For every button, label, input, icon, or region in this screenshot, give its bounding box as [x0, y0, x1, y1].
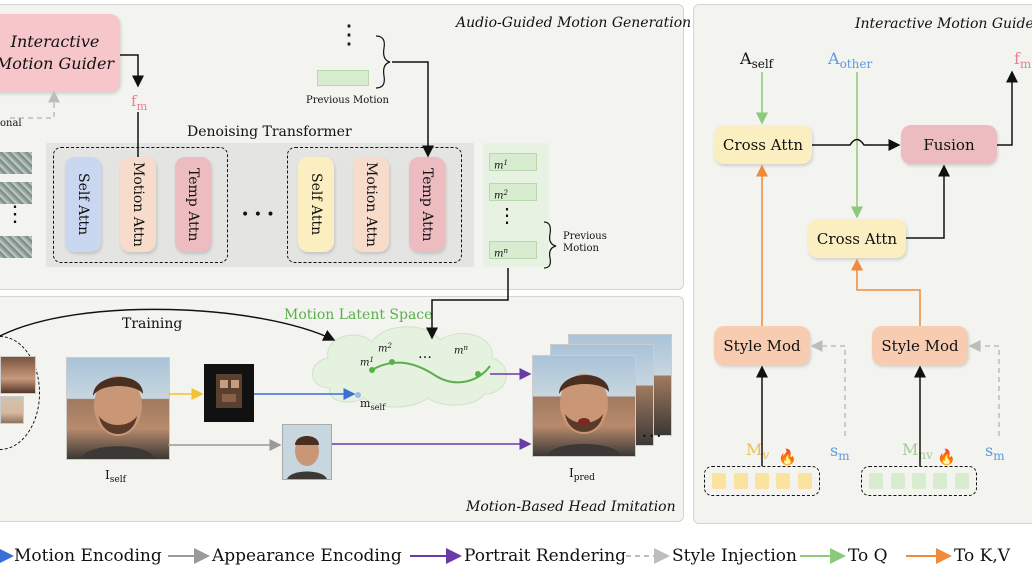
block-ellipsis: • • • — [241, 207, 275, 223]
noise-input-3 — [0, 236, 32, 258]
sm-label-2: sm — [985, 441, 1005, 464]
interactive-guider-title: Interactive Motion Guider — [855, 16, 1032, 32]
legend-motion-encoding: Motion Encoding — [14, 546, 162, 566]
noise-dots: ⋮ — [4, 202, 26, 227]
latent-dots: … — [418, 346, 432, 362]
right-block-group — [287, 147, 462, 263]
mv-slot — [776, 473, 791, 489]
m-self-label: mself — [360, 397, 386, 412]
interactive-guider-panel — [693, 4, 1032, 524]
a-self-label: Aself — [740, 49, 774, 72]
motion-feature-map — [204, 364, 254, 422]
interactive-motion-guider-block: Interactive Motion Guider — [0, 14, 120, 92]
self-attn-block-left: Self Attn — [65, 157, 101, 252]
a-other-label: Aother — [828, 49, 873, 72]
left-block-group — [53, 147, 228, 263]
mv-flame-icon: 🔥 — [778, 448, 797, 466]
training-label: Training — [122, 316, 183, 332]
motion-token-2: m2 — [489, 183, 537, 202]
mnv-memory-bank — [861, 466, 977, 496]
style-mod-block-1: Style Mod — [714, 326, 810, 365]
legend-portrait-rendering: Portrait Rendering — [464, 546, 627, 566]
pred-stack-dots: • • • — [642, 432, 662, 441]
denoising-transformer-box — [46, 143, 474, 267]
legend-style-injection: Style Injection — [672, 546, 797, 566]
motion-feature-icon — [216, 374, 242, 408]
pred-face-icon — [547, 374, 621, 456]
legend-appearance-encoding: Appearance Encoding — [212, 546, 402, 566]
denoising-transformer-title: Denoising Transformer — [187, 124, 352, 140]
training-face-2 — [0, 396, 24, 424]
latent-point-1: m1 — [360, 356, 374, 369]
previous-motion-side-line2: Motion — [563, 243, 599, 254]
appearance-cube — [282, 424, 332, 480]
cross-attn-block-2: Cross Attn — [808, 219, 906, 258]
pred-portrait — [532, 355, 636, 457]
motion-token-n: mn — [489, 241, 537, 260]
self-attn-block-right: Self Attn — [298, 157, 334, 252]
noise-input-1 — [0, 152, 32, 174]
temp-attn-block-left: Temp Attn — [175, 157, 211, 252]
legend-to-q: To Q — [848, 546, 888, 566]
mv-slot — [754, 473, 769, 489]
cross-attn-block-1: Cross Attn — [714, 125, 812, 164]
mnv-slot — [869, 473, 884, 489]
mnv-slot — [954, 473, 969, 489]
guider-label-line1: Interactive — [10, 32, 100, 51]
legend-to-kv: To K,V — [954, 546, 1011, 566]
mv-slot — [797, 473, 812, 489]
portrait-face-icon — [81, 376, 155, 459]
temp-attn-block-right: Temp Attn — [409, 157, 445, 252]
previous-motion-side-line1: Previous — [563, 231, 607, 242]
fusion-block: Fusion — [901, 125, 997, 164]
sm-label-1: sm — [830, 441, 850, 464]
mnv-slot — [911, 473, 926, 489]
mnv-flame-icon: 🔥 — [937, 448, 956, 466]
mnv-slot — [890, 473, 905, 489]
training-face-1 — [0, 356, 36, 394]
i-pred-label: Ipred — [569, 466, 595, 484]
fm-label: fm — [131, 92, 148, 113]
latent-point-2: m2 — [378, 342, 392, 355]
audio-guided-title: Audio-Guided Motion Generation — [456, 15, 692, 31]
motion-latent-cloud — [312, 326, 507, 408]
previous-motion-label: Previous Motion — [306, 95, 389, 106]
i-self-label: Iself — [105, 468, 126, 486]
noise-input-2 — [0, 182, 32, 204]
latent-point-n: mn — [454, 344, 468, 357]
self-portrait — [66, 357, 170, 460]
m-self-point — [355, 392, 361, 398]
mv-slot — [712, 473, 727, 489]
mv-label: Mv — [746, 440, 770, 463]
motion-attn-block-left: Motion Attn — [120, 157, 156, 252]
motion-token-dots: ⋮ — [497, 203, 517, 227]
mv-memory-bank — [704, 466, 820, 496]
motion-attn-block-right: Motion Attn — [353, 157, 389, 252]
guider-label-line2: Motion Guider — [0, 54, 115, 73]
mnv-label: Mnv — [902, 440, 933, 463]
head-imitation-title: Motion-Based Head Imitation — [466, 499, 676, 515]
mnv-slot — [933, 473, 948, 489]
appearance-face-icon — [287, 436, 327, 479]
f-out-label: fm — [1014, 49, 1032, 72]
mv-slot — [733, 473, 748, 489]
motion-latent-space-label: Motion Latent Space — [284, 307, 433, 323]
style-mod-block-2: Style Mod — [872, 326, 968, 365]
previous-motion-block — [317, 70, 369, 86]
motion-token-1: m1 — [489, 153, 537, 172]
conditional-fragment: onal — [0, 118, 22, 129]
previous-motion-dots: ⋮ — [336, 20, 362, 50]
